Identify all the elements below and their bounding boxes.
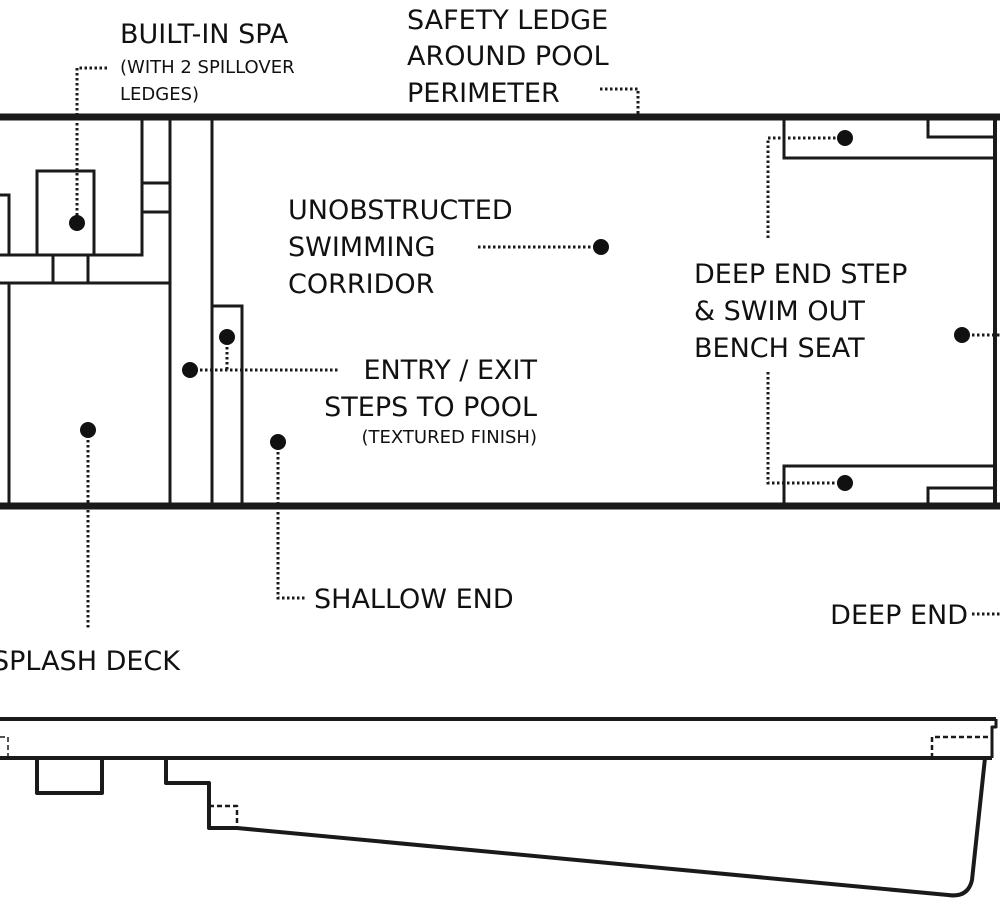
label-splash-deck: SPLASH DECK [0, 646, 181, 677]
label-safety-ledge-1: SAFETY LEDGE [407, 5, 608, 36]
bench-seat-bottom-step [926, 486, 995, 506]
dot-bench-top [837, 130, 853, 146]
label-built-in-spa: BUILT-IN SPA [120, 19, 289, 50]
label-corridor-1: UNOBSTRUCTED [288, 195, 513, 226]
label-deep-end-step-3: BENCH SEAT [694, 333, 865, 364]
leader-bench-top [766, 136, 842, 238]
dot-deep-end-step [954, 327, 970, 343]
label-entry-1: ENTRY / EXIT [363, 355, 537, 386]
bench-seat-top-step [926, 120, 995, 139]
label-deep-end: DEEP END [830, 600, 968, 631]
label-safety-ledge-2: AROUND POOL [407, 41, 609, 72]
plan-view [0, 113, 1000, 510]
label-deep-end-step-1: DEEP END STEP [694, 259, 907, 290]
profile-dashed-step-shallow [209, 804, 239, 828]
label-entry-note: (TEXTURED FINISH) [362, 427, 537, 448]
spa-left-wall [0, 193, 11, 255]
leader-bench-bottom [766, 372, 842, 485]
label-entry-2: STEPS TO POOL [324, 392, 537, 423]
dot-shallow-end [270, 434, 286, 450]
leader-safety-ledge [600, 87, 640, 115]
profile-dashed-left [0, 736, 9, 758]
dot-spa [69, 215, 85, 231]
side-profile [0, 717, 998, 898]
dot-splash-deck [80, 422, 96, 438]
leader-spa [75, 66, 107, 222]
label-spa-note-1: (WITH 2 SPILLOVER [120, 57, 295, 78]
bench-seat-bottom [782, 464, 995, 506]
label-corridor-2: SWIMMING [288, 232, 435, 263]
bench-seat-top [782, 120, 995, 160]
labels: BUILT-IN SPA (WITH 2 SPILLOVER LEDGES) S… [0, 5, 968, 677]
profile-right-lip [990, 719, 998, 758]
label-corridor-3: CORRIDOR [288, 269, 434, 300]
label-deep-end-step-2: & SWIM OUT [694, 296, 865, 327]
dot-entry-step [219, 329, 235, 345]
marker-dots [69, 130, 970, 491]
label-safety-ledge-3: PERIMETER [407, 78, 560, 109]
dot-bench-bottom [837, 475, 853, 491]
profile-pool-floor [164, 757, 987, 898]
spa-right-wall [0, 120, 144, 257]
profile-dashed-step-deep [930, 735, 992, 758]
dot-entry [182, 362, 198, 378]
dot-corridor [593, 239, 609, 255]
label-spa-note-2: LEDGES) [120, 84, 199, 105]
leader-shallow-end [276, 442, 305, 600]
entry-step-box [212, 304, 244, 506]
label-shallow-end: SHALLOW END [314, 584, 514, 615]
spa-inner-box [35, 169, 96, 257]
profile-spa-well [35, 758, 104, 795]
profile-hidden-lines [0, 735, 992, 828]
